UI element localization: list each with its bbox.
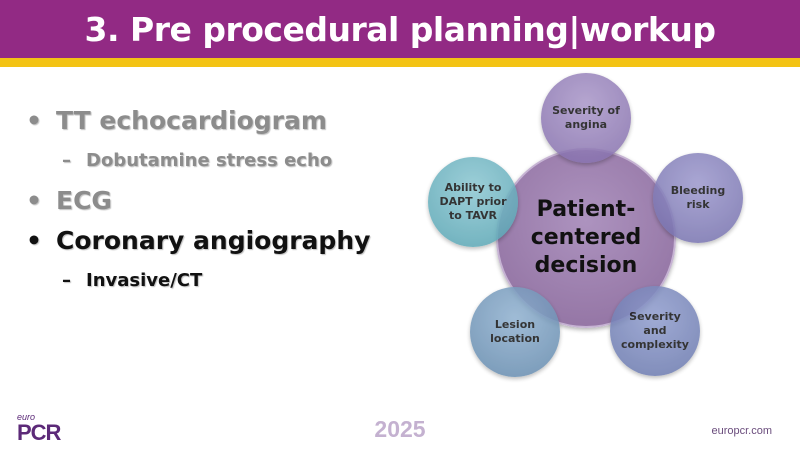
bullet-item: •ECG [26,185,112,215]
node-label: Severity of angina [552,104,620,131]
logo-text: PCR [17,420,61,445]
node-label: Ability to DAPT prior to TAVR [439,181,507,222]
sub-bullet-text: Dobutamine stress echo [86,149,333,171]
node-lesion-location: Lesion location [470,287,560,377]
node-label: Severity and complexity [621,310,689,351]
logo-small-text: euro [17,412,36,422]
node-label: Bleeding risk [670,184,726,211]
footer-site: europcr.com [711,425,772,437]
accent-stripe [0,58,800,67]
node-bleeding-risk: Bleeding risk [653,153,743,243]
node-label: Lesion location [490,318,540,345]
bullet-text: Coronary angiography [56,225,371,255]
node-severity-angina: Severity of angina [541,73,631,163]
title-bar: 3. Pre procedural planning|workup [0,0,800,58]
center-label: Patient-centered decision [530,197,642,278]
bullet-text: TT echocardiogram [56,105,327,135]
bullet-item: •Coronary angiography [26,225,371,255]
node-severity-complexity: Severity and complexity [610,286,700,376]
footer-year: 2025 [374,416,426,442]
sub-bullet-item: –Invasive/CT [62,269,203,291]
bullet-list: •TT echocardiogram –Dobutamine stress ec… [26,100,370,300]
sub-bullet-text: Invasive/CT [86,269,203,291]
bullet-item: •TT echocardiogram [26,105,327,135]
node-dapt-ability: Ability to DAPT prior to TAVR [428,157,518,247]
sub-bullet-item: –Dobutamine stress echo [62,149,333,171]
slide-title: 3. Pre procedural planning|workup [84,9,716,49]
bullet-text: ECG [56,185,112,215]
